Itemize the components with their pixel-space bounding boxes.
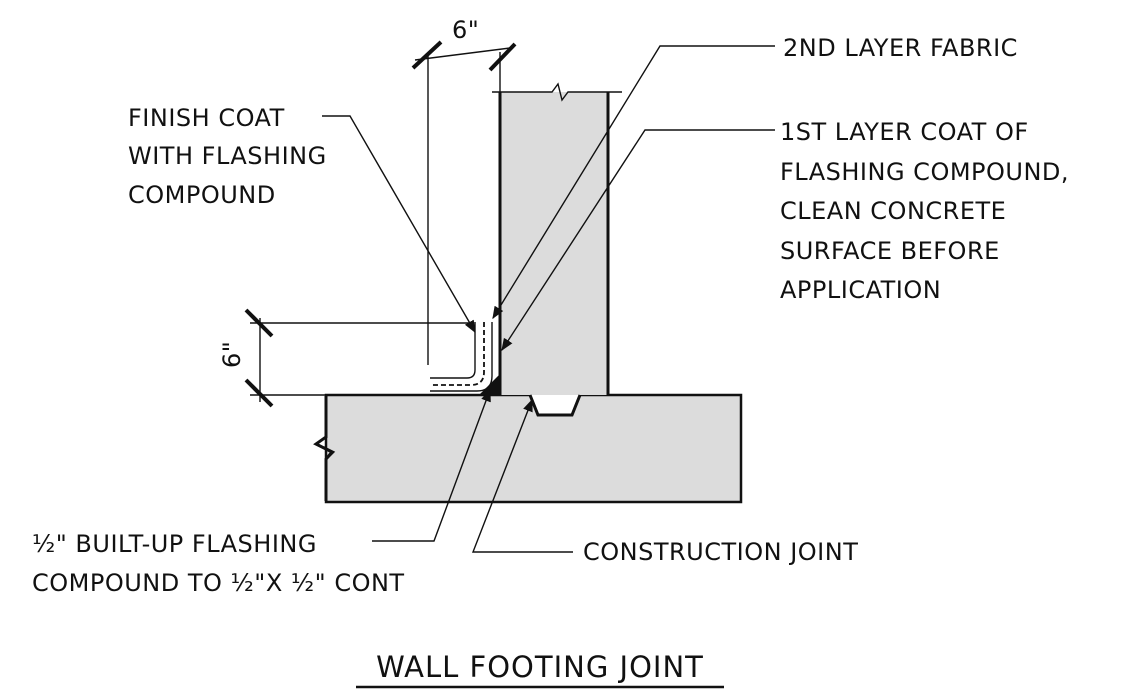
dim-vertical-label: 6": [218, 341, 246, 368]
label-first-layer-1: 1ST LAYER COAT OF: [780, 118, 1029, 146]
leader-second-layer: [492, 45, 775, 320]
leader-construction-joint: [471, 398, 573, 553]
label-construction-joint: CONSTRUCTION JOINT: [583, 538, 858, 566]
label-finish-coat-2: WITH FLASHING: [128, 142, 327, 170]
label-finish-coat-1: FINISH COAT: [128, 104, 285, 132]
footing-slab: [324, 393, 743, 504]
dim-vertical-tick-bottom: [244, 378, 274, 408]
flashing-layer-outer: [430, 322, 476, 379]
dim-horizontal-label: 6": [452, 16, 479, 44]
label-first-layer-2: FLASHING COMPOUND,: [780, 158, 1069, 186]
label-first-layer-4: SURFACE BEFORE: [780, 237, 1000, 265]
wall-top-break-line: [492, 82, 622, 102]
footing-break-edge: [313, 396, 335, 501]
dim-horizontal-line: [414, 47, 511, 61]
flashing-layer-inner: [430, 322, 493, 392]
label-second-layer: 2ND LAYER FABRIC: [783, 34, 1018, 62]
dim-horizontal-tick-left: [411, 40, 443, 70]
leader-first-layer: [501, 129, 775, 352]
leader-builtup: [372, 388, 491, 542]
label-builtup-1: ½" BUILT-UP FLASHING: [32, 530, 317, 558]
footing-break-mask: [310, 396, 324, 501]
construction-joint-key: [528, 394, 582, 417]
label-first-layer-3: CLEAN CONCRETE: [780, 197, 1006, 225]
flashing-layer-dashed: [430, 322, 485, 386]
drawing-title: WALL FOOTING JOINT: [376, 650, 704, 684]
label-first-layer-5: APPLICATION: [780, 276, 941, 304]
label-builtup-2: COMPOUND TO ½"X ½" CONT: [32, 569, 405, 597]
dim-horizontal-tick-right: [488, 42, 517, 72]
leader-finish-coat: [322, 115, 476, 334]
label-finish-coat-3: COMPOUND: [128, 181, 276, 209]
wall-stem: [500, 92, 608, 395]
